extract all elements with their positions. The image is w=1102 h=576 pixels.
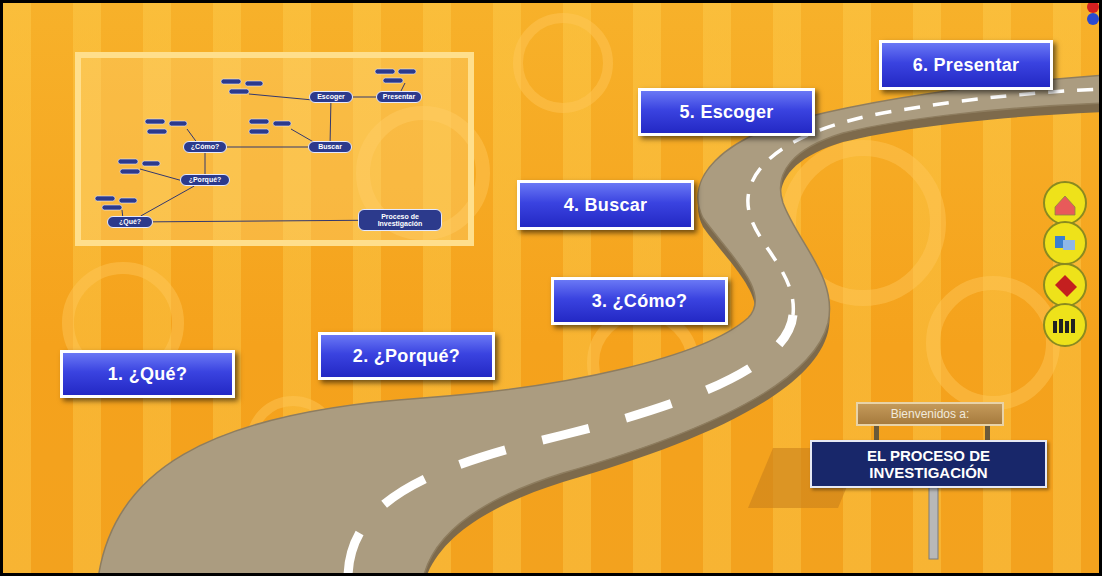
blank-pill <box>245 81 263 86</box>
welcome-sign: EL PROCESO DE INVESTIGACIÓN <box>810 440 1047 488</box>
blank-pill <box>147 129 167 134</box>
map-node: ¿Qué? <box>107 216 153 228</box>
node-label: Bienvenidos a: <box>891 407 970 421</box>
blank-pill <box>120 169 140 174</box>
step-button: 3. ¿Cómo? <box>551 277 728 325</box>
node-label: EL PROCESO DE INVESTIGACIÓN <box>822 447 1035 482</box>
menu-icon <box>1044 264 1086 306</box>
connector-line <box>153 220 358 222</box>
person <box>1059 319 1063 333</box>
road-surface <box>98 75 1099 573</box>
blank-pill <box>229 89 249 94</box>
blank-pill <box>102 205 122 210</box>
blank-pills <box>95 69 416 210</box>
sign-plate: Bienvenidos a: <box>856 402 1004 426</box>
blank-pill <box>249 129 269 134</box>
node-label: Escoger <box>317 93 345 100</box>
blank-pill <box>249 119 269 124</box>
leader-line <box>140 169 183 181</box>
ring <box>518 18 608 108</box>
step-button: 5. Escoger <box>638 88 815 136</box>
node-label: 1. ¿Qué? <box>108 364 187 385</box>
map-node: ¿Cómo? <box>183 141 227 153</box>
connector-line <box>205 153 206 174</box>
mind-map-frame <box>78 55 471 243</box>
blank-pill <box>221 79 241 84</box>
connector-line <box>141 186 195 216</box>
step-button: 4. Buscar <box>517 180 694 230</box>
blank-pill <box>383 78 403 83</box>
node-label: 2. ¿Porqué? <box>353 346 460 367</box>
sign-post <box>929 483 938 559</box>
blank-pill <box>169 121 187 126</box>
blank-pill <box>273 121 291 126</box>
map-node: Escoger <box>309 91 353 103</box>
step-button: 2. ¿Porqué? <box>318 332 495 380</box>
road <box>98 75 1099 573</box>
step-button: 1. ¿Qué? <box>60 350 235 398</box>
node-label: 4. Buscar <box>564 195 648 216</box>
blank-pill <box>398 69 416 74</box>
people-icon <box>1053 319 1075 333</box>
menu-icon <box>1044 222 1086 264</box>
blank-pill <box>95 196 115 201</box>
map-node: Buscar <box>308 141 352 153</box>
house-icon <box>1055 196 1075 215</box>
node-label: Presentar <box>383 93 415 100</box>
map-node: Presentar <box>376 91 422 103</box>
blank-pill <box>375 69 395 74</box>
node-label: 3. ¿Cómo? <box>592 291 688 312</box>
ring <box>933 283 1053 403</box>
corner-button <box>1087 13 1099 25</box>
node-label: ¿Qué? <box>119 218 141 225</box>
mind-map-leaders <box>122 83 405 219</box>
node-label: ¿Cómo? <box>191 143 219 150</box>
node-label: Proceso de Investigación <box>361 213 439 228</box>
leader-line <box>401 83 405 91</box>
corner-button <box>1087 3 1099 13</box>
person <box>1065 321 1069 333</box>
menu-icon <box>1044 304 1086 346</box>
map-node: ¿Porqué? <box>180 174 230 186</box>
person <box>1071 319 1075 333</box>
blank-pill <box>119 198 137 203</box>
step-button: 6. Presentar <box>879 40 1053 90</box>
leader-line <box>249 94 313 100</box>
node-label: 5. Escoger <box>679 102 773 123</box>
person <box>1053 321 1057 333</box>
book-icon <box>1055 275 1077 297</box>
node-label: ¿Porqué? <box>189 176 222 183</box>
blank-pill <box>145 119 165 124</box>
blank-pill <box>118 159 138 164</box>
folder-icon <box>1063 240 1075 250</box>
node-label: 6. Presentar <box>913 55 1020 76</box>
road-center-line <box>348 315 793 573</box>
connector-line <box>353 97 376 98</box>
map-node: Proceso de Investigación <box>358 209 442 231</box>
connector-line <box>330 103 332 141</box>
node-label: Buscar <box>318 143 342 150</box>
menu-icon <box>1044 182 1086 224</box>
blank-pill <box>142 161 160 166</box>
connector-line <box>227 147 308 148</box>
